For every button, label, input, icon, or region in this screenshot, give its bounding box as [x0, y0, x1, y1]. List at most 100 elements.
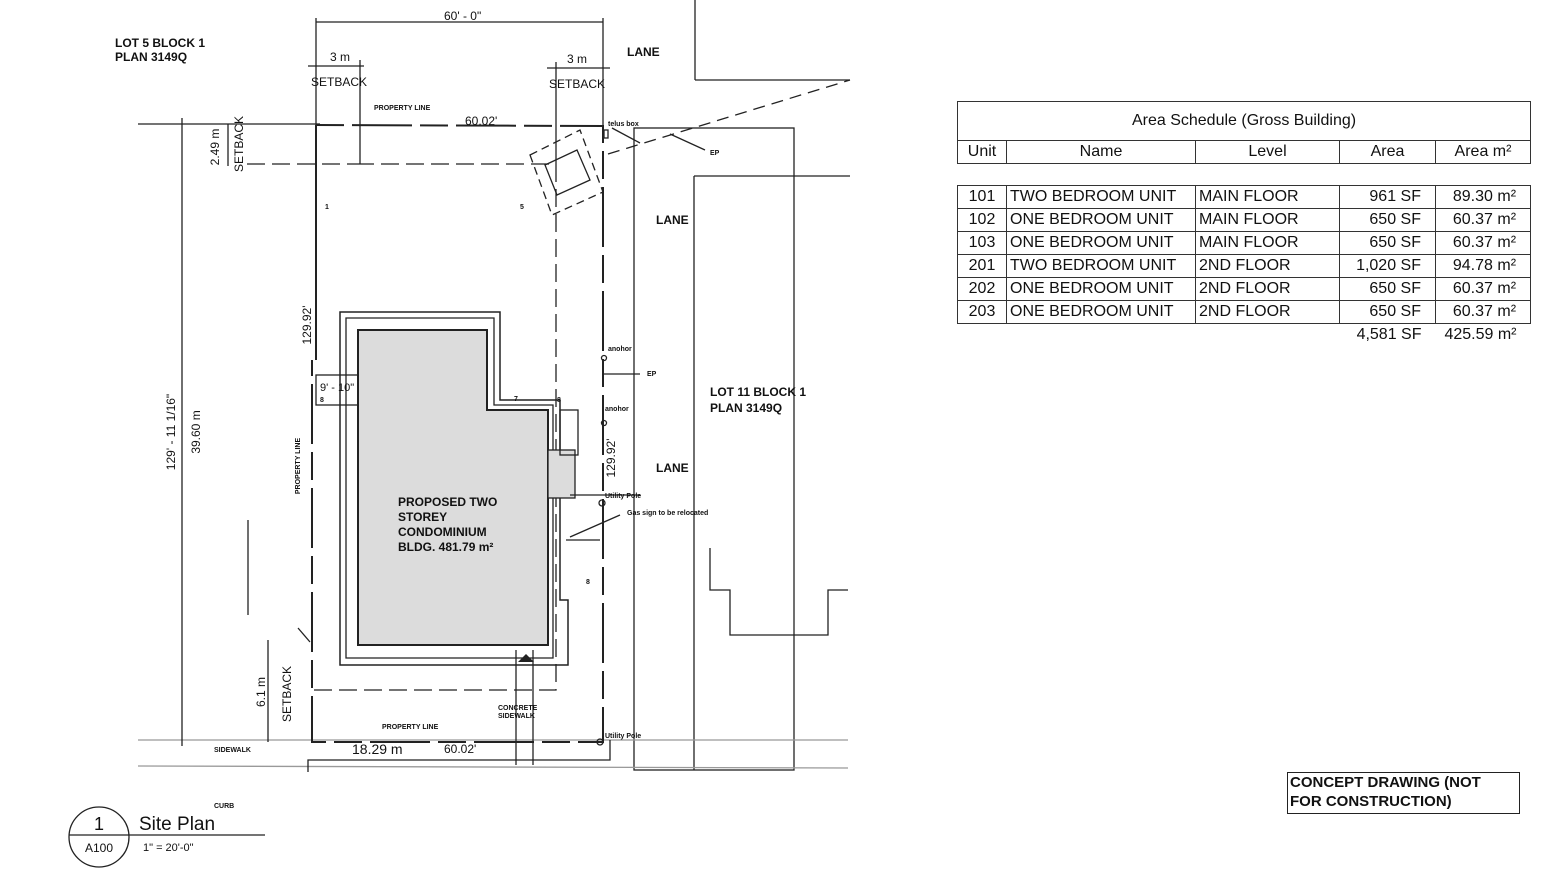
- cell-area-m2: 60.37 m²: [1434, 300, 1532, 324]
- view-number: 1: [94, 814, 104, 834]
- marker-7: 7: [514, 396, 518, 403]
- header-name: Name: [1006, 140, 1196, 164]
- overall-depth-metric: 39.60 m: [189, 410, 203, 453]
- cell-area-m2: 60.37 m²: [1434, 231, 1532, 255]
- lane-label-mid: LANE: [656, 213, 689, 227]
- sheet-number: A100: [85, 841, 113, 855]
- lot-left-line1: LOT 5 BLOCK 1: [115, 36, 205, 50]
- curb-label: CURB: [214, 803, 234, 810]
- total-spacer: [958, 324, 1340, 347]
- schedule-title: Area Schedule (Gross Building): [956, 101, 1532, 141]
- lot-left-line2: PLAN 3149Q: [115, 50, 187, 64]
- cell-name: TWO BEDROOM UNIT: [1006, 185, 1196, 209]
- cell-name: TWO BEDROOM UNIT: [1006, 254, 1196, 278]
- cell-level: 2ND FLOOR: [1195, 254, 1340, 278]
- cell-area-m2: 94.78 m²: [1434, 254, 1532, 278]
- utility-pole-label-1: Utility Pole: [605, 493, 641, 500]
- note-line-1: CONCEPT DRAWING (NOT: [1290, 774, 1481, 791]
- view-scale: 1" = 20'-0": [143, 842, 194, 854]
- setback-left-label: SETBACK: [311, 75, 367, 89]
- building-label-3: CONDOMINIUM: [398, 525, 487, 539]
- setback-right-label: SETBACK: [549, 77, 605, 91]
- marker-8c: 8: [586, 579, 590, 586]
- setback-bottom-dim: 6.1 m: [254, 677, 268, 707]
- view-title: Site Plan: [139, 814, 215, 835]
- setback-top-dim: 2.49 m: [208, 129, 222, 166]
- concrete-sidewalk-2: SIDEWALK: [498, 713, 535, 720]
- cell-area: 961 SF: [1339, 185, 1436, 209]
- cell-area-m2: 60.37 m²: [1434, 208, 1532, 232]
- telus-box-label: telus box: [608, 121, 639, 128]
- property-line-left: PROPERTY LINE: [295, 438, 302, 495]
- cell-level: 2ND FLOOR: [1195, 277, 1340, 301]
- property-line-top: PROPERTY LINE: [374, 105, 431, 112]
- setback-left-dim: 3 m: [330, 50, 350, 64]
- total-sf: 4,581 SF: [1356, 326, 1422, 343]
- cell-area: 650 SF: [1339, 208, 1436, 232]
- sidewalk-label: SIDEWALK: [214, 747, 251, 754]
- setback-bottom-label: SETBACK: [280, 666, 294, 722]
- cell-name: ONE BEDROOM UNIT: [1006, 277, 1196, 301]
- cell-unit: 102: [957, 208, 1007, 232]
- utility-pole-label-2: Utility Pole: [605, 733, 641, 740]
- cell-name: ONE BEDROOM UNIT: [1006, 208, 1196, 232]
- marker-1: 1: [325, 204, 329, 211]
- right-length: 129.92': [604, 439, 618, 478]
- header-level: Level: [1195, 140, 1340, 164]
- header-area-m2: Area m²: [1434, 140, 1532, 164]
- cell-area-m2: 89.30 m²: [1434, 185, 1532, 209]
- cell-area: 650 SF: [1339, 300, 1436, 324]
- marker-8b: 8: [320, 397, 324, 404]
- building-label-2: STOREY: [398, 510, 447, 524]
- cell-unit: 203: [957, 300, 1007, 324]
- cell-area-m2: 60.37 m²: [1434, 277, 1532, 301]
- gas-sign-label: Gas sign to be relocated: [627, 510, 708, 517]
- lane-label-bottom: LANE: [656, 461, 689, 475]
- anchor-label-1: anohor: [608, 346, 632, 353]
- cell-level: 2ND FLOOR: [1195, 300, 1340, 324]
- cell-name: ONE BEDROOM UNIT: [1006, 231, 1196, 255]
- header-unit: Unit: [957, 140, 1007, 164]
- property-line-bottom: PROPERTY LINE: [382, 724, 439, 731]
- side-dim: 9' - 10": [320, 382, 354, 394]
- cell-level: MAIN FLOOR: [1195, 208, 1340, 232]
- lot-right-line2: PLAN 3149Q: [710, 401, 782, 415]
- total-m2: 425.59 m²: [1444, 326, 1517, 343]
- ep-label-top: EP: [710, 150, 720, 157]
- header-area: Area: [1339, 140, 1436, 164]
- spacer: [957, 163, 1531, 186]
- marker-5: 5: [520, 204, 524, 211]
- cell-area: 650 SF: [1339, 231, 1436, 255]
- cell-unit: 101: [957, 185, 1007, 209]
- area-schedule: Area Schedule (Gross Building) Unit Name…: [956, 101, 1532, 347]
- setback-top-label: SETBACK: [232, 116, 246, 172]
- bottom-metric: 18.29 m: [352, 741, 403, 757]
- left-length: 129.92': [300, 306, 314, 345]
- ep-label-mid: EP: [647, 371, 657, 378]
- cell-area: 1,020 SF: [1339, 254, 1436, 278]
- cell-unit: 201: [957, 254, 1007, 278]
- lot-right-line1: LOT 11 BLOCK 1: [710, 385, 806, 399]
- dim-top: 60' - 0": [444, 9, 481, 23]
- cell-unit: 202: [957, 277, 1007, 301]
- cell-name: ONE BEDROOM UNIT: [1006, 300, 1196, 324]
- concept-drawing-note: CONCEPT DRAWING (NOT FOR CONSTRUCTION): [1287, 772, 1520, 814]
- cell-area: 650 SF: [1339, 277, 1436, 301]
- anchor-label-2: anohor: [605, 406, 629, 413]
- lane-label-top: LANE: [627, 45, 660, 59]
- concrete-sidewalk-1: CONCRETE: [498, 705, 538, 712]
- marker-8a: 8: [557, 397, 561, 404]
- bottom-length: 60.02': [444, 742, 476, 756]
- note-line-2: FOR CONSTRUCTION): [1290, 793, 1452, 810]
- building-label-4: BLDG. 481.79 m²: [398, 540, 493, 554]
- cell-unit: 103: [957, 231, 1007, 255]
- building-label-1: PROPOSED TWO: [398, 495, 497, 509]
- cell-level: MAIN FLOOR: [1195, 185, 1340, 209]
